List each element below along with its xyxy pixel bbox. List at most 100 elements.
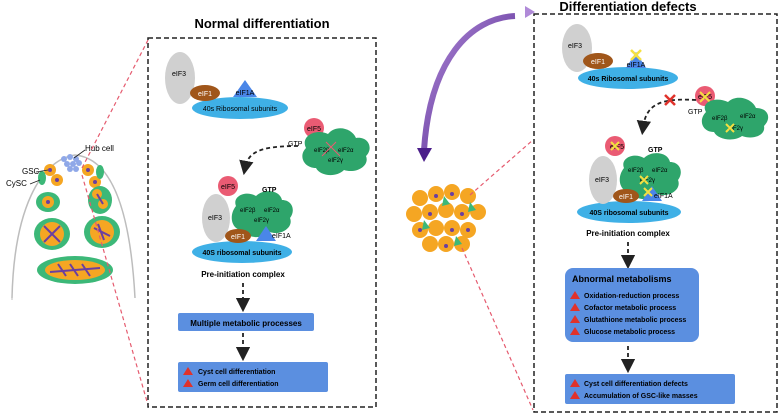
defect-complex-eif2b-label: eIF2β bbox=[628, 168, 644, 174]
defect-outcome-2: Accumulation of GSC-like masses bbox=[570, 391, 698, 400]
defect-outcomes-box bbox=[565, 374, 735, 404]
defect-mark-icon bbox=[699, 91, 711, 103]
cysc-label: CySC bbox=[6, 179, 27, 188]
process-item-3: Glutathione metabolic process bbox=[570, 315, 686, 324]
cyst-mid bbox=[34, 216, 120, 250]
defect-complex-eif1a-label: eIF1A bbox=[654, 193, 673, 200]
eif1a-label: eIF1A bbox=[236, 90, 255, 97]
complex-eif5-label: eIF5 bbox=[221, 184, 235, 191]
gtp-label: GTP bbox=[288, 141, 303, 148]
complex-subunit-label: 40S ribosomal subunits bbox=[203, 250, 282, 257]
testis-diagram: Hub cell GSC CySC bbox=[6, 144, 136, 300]
defect-eif2g-label: eIF2γ bbox=[728, 126, 743, 132]
eif2g-label: eIF2γ bbox=[328, 158, 343, 164]
metabolic-processes-box bbox=[178, 313, 314, 331]
normal-binding-arrow bbox=[239, 145, 299, 176]
complex-eif2a-label: eIF2α bbox=[264, 208, 280, 214]
normal-outcome-text: Cyst cell differentiation bbox=[198, 369, 275, 376]
zoom-line-bottom bbox=[81, 174, 149, 406]
up-triangle-icon bbox=[570, 303, 580, 311]
up-triangle-icon bbox=[570, 379, 580, 387]
defect-eif2a-label: eIF2α bbox=[740, 114, 756, 120]
normal-outcome-2: Germ cell differentiation bbox=[183, 379, 279, 388]
defect-subunit-label: 40s Ribosomal subunits bbox=[588, 76, 669, 83]
abnormal-metabolisms-title: Abnormal metabolisms bbox=[572, 274, 672, 284]
metabolic-processes-label: Multiple metabolic processes bbox=[190, 319, 302, 328]
complex-eif3-label: eIF3 bbox=[208, 215, 222, 222]
up-triangle-icon bbox=[183, 367, 193, 375]
defect-eif1a-label: eIF1A bbox=[627, 62, 646, 69]
defects-ternary-complex: eIF5 GTP eIF2β eIF2α eIF2γ bbox=[688, 86, 769, 140]
complex-eif2g-label: eIF2γ bbox=[254, 218, 269, 224]
complex-eif1a-label: eIF1A bbox=[272, 233, 291, 240]
blocked-cross-icon bbox=[664, 94, 676, 106]
normal-ternary-complex: eIF5 GTP eIF2β eIF2α eIF2γ bbox=[288, 118, 370, 176]
process-text: Glutathione metabolic process bbox=[584, 317, 686, 324]
defects-scanning-complex: eIF3 40s Ribosomal subunits eIF1 eIF1A bbox=[562, 24, 678, 89]
complex-eif1-label: eIF1 bbox=[231, 234, 245, 241]
normal-panel-frame bbox=[147, 37, 377, 408]
defect-complex-eif2a-label: eIF2α bbox=[652, 168, 668, 174]
complex-eif2b-label: eIF2β bbox=[240, 208, 256, 214]
defect-gtp-label: GTP bbox=[688, 109, 703, 116]
defect-outcome-1: Cyst cell differentiation defects bbox=[570, 379, 688, 388]
up-triangle-icon bbox=[570, 315, 580, 323]
defect-complex-gtp-label: GTP bbox=[648, 147, 663, 154]
cyst-late bbox=[37, 256, 113, 284]
defect-complex-subunit-label: 40S ribosomal subunits bbox=[590, 210, 669, 217]
subunit-40s-shape bbox=[192, 97, 288, 119]
defect-mark-icon bbox=[643, 187, 653, 197]
defect-complex-eif2g-label: eIF2γ bbox=[640, 178, 655, 184]
zoom-line-defect-bottom bbox=[461, 247, 534, 411]
defect-complex-eif1-label: eIF1 bbox=[619, 194, 633, 201]
eif3-label: eIF3 bbox=[172, 71, 186, 78]
gsc-label: GSC bbox=[22, 167, 40, 176]
normal-outcomes-box bbox=[178, 362, 328, 392]
eif1a-shape bbox=[233, 80, 257, 97]
zoom-line-top bbox=[81, 39, 149, 169]
normal-preinitiation-complex: 40S ribosomal subunits eIF3 eIF5 GTP eIF… bbox=[192, 176, 293, 263]
eif2b-label: eIF2β bbox=[314, 148, 330, 154]
process-item-1: Oxidation-reduction process bbox=[570, 291, 679, 300]
process-item-2: Cofactor metabolic process bbox=[570, 303, 676, 312]
process-item-4: Glucose metabolic process bbox=[570, 327, 675, 336]
defect-binding-arrow bbox=[636, 98, 697, 136]
defect-complex-title: Pre-initiation complex bbox=[586, 229, 670, 238]
zoom-line-defect-top bbox=[469, 139, 534, 196]
defect-outcome-text: Cyst cell differentiation defects bbox=[584, 381, 688, 388]
abnormal-metabolisms-box bbox=[565, 268, 699, 342]
normal-outcome-text: Germ cell differentiation bbox=[198, 381, 279, 388]
eif3-shape bbox=[165, 52, 195, 104]
process-text: Glucose metabolic process bbox=[584, 329, 675, 336]
process-text: Cofactor metabolic process bbox=[584, 305, 676, 312]
normal-outcome-1: Cyst cell differentiation bbox=[183, 367, 275, 376]
cyst-early bbox=[36, 186, 112, 214]
transition-arrow-head bbox=[417, 148, 432, 162]
normal-complex-title: Pre-initiation complex bbox=[201, 270, 285, 279]
hub-cell-label: Hub cell bbox=[85, 144, 114, 153]
defect-outcome-text: Accumulation of GSC-like masses bbox=[584, 393, 698, 400]
complex-gtp-label: GTP bbox=[262, 187, 277, 194]
transition-arrow bbox=[421, 13, 516, 151]
defect-eif2b-label: eIF2β bbox=[712, 116, 728, 122]
process-text: Oxidation-reduction process bbox=[584, 293, 679, 300]
defect-mark-icon bbox=[630, 49, 642, 61]
subunit-40s-label: 40s Ribosomal subunits bbox=[203, 106, 278, 113]
defect-complex-eif3-label: eIF3 bbox=[595, 177, 609, 184]
defects-panel-title: Differentiation defects bbox=[559, 0, 696, 14]
defect-eif3-label: eIF3 bbox=[568, 43, 582, 50]
eif1-label: eIF1 bbox=[198, 91, 212, 98]
defect-mark-icon bbox=[639, 175, 649, 185]
normal-panel-title: Normal differentiation bbox=[194, 16, 329, 31]
defect-eif1-label: eIF1 bbox=[591, 59, 605, 66]
eif2a-label: eIF2α bbox=[338, 148, 354, 154]
defects-panel-frame bbox=[533, 13, 778, 413]
up-triangle-icon bbox=[570, 327, 580, 335]
up-triangle-icon bbox=[183, 379, 193, 387]
defects-preinitiation-complex: 40S ribosomal subunits eIF3 eIF5 GTP eIF… bbox=[577, 136, 681, 223]
up-triangle-icon bbox=[570, 391, 580, 399]
eif1-shape bbox=[190, 85, 220, 101]
hub-cell-cluster bbox=[61, 154, 82, 172]
gsc-like-mass bbox=[406, 184, 486, 252]
